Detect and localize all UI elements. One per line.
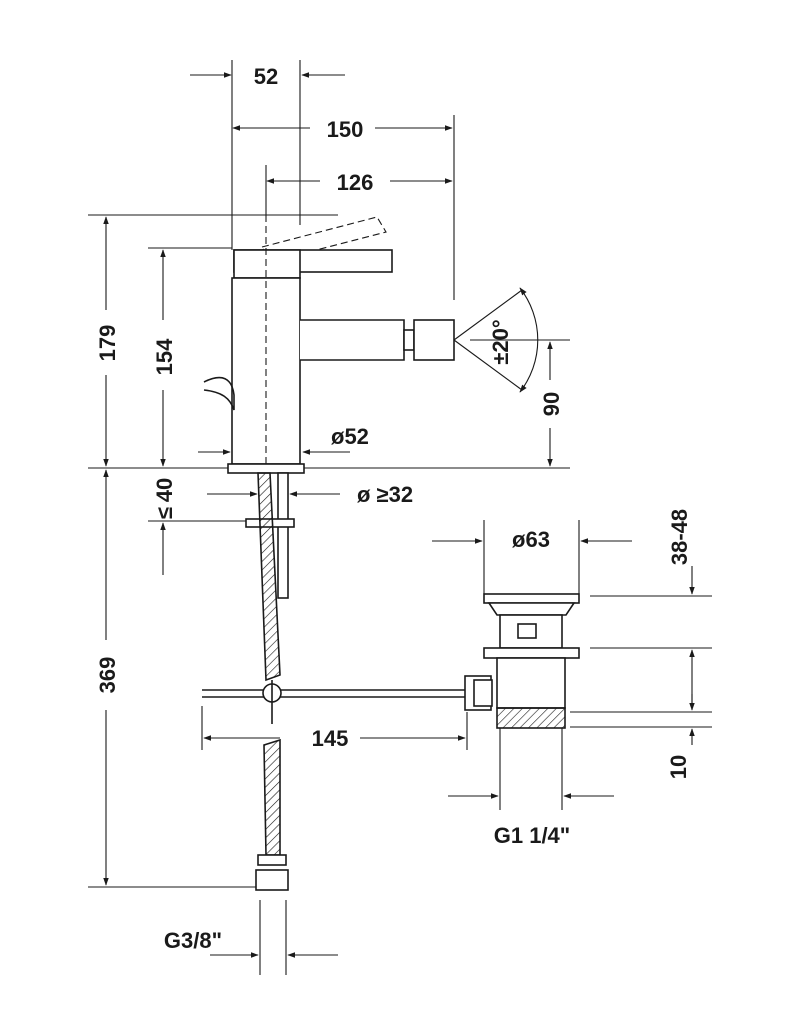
dim-145-label: 145: [312, 726, 349, 751]
dim-g38-label: G3/8": [164, 928, 222, 953]
dim-40-le-symbol: ≤: [152, 507, 177, 519]
dim-154-label: 154: [152, 338, 177, 375]
dim-10: 10: [570, 694, 712, 779]
dim-38-48-label: 38-48: [667, 509, 692, 565]
dim-90: 90: [304, 339, 570, 469]
dim-dia52-label: ø52: [331, 424, 369, 449]
waste-valve: [464, 593, 580, 729]
dim-dia32-label: ø ≥32: [357, 482, 413, 507]
waste-thread: [496, 707, 566, 729]
dim-g114: G1 1/4": [448, 728, 614, 848]
dim-dia63: ø63: [432, 520, 632, 594]
hose-connector: [255, 869, 289, 891]
dim-52-label: 52: [254, 64, 278, 89]
hose-nut: [257, 854, 287, 866]
waste-cap: [483, 593, 580, 604]
flex-hose-upper: [257, 472, 281, 682]
cartridge-head: [233, 249, 301, 279]
waste-flange: [483, 647, 580, 659]
dim-179-label: 179: [95, 325, 120, 362]
waste-cap-base: [487, 602, 576, 616]
dim-g38: G3/8": [164, 900, 338, 975]
base-plate: [227, 463, 305, 474]
dim-40-label: 40: [152, 478, 177, 502]
dim-150: 150: [232, 115, 455, 300]
spout-aerator: [413, 319, 455, 361]
dim-dia63-label: ø63: [512, 527, 550, 552]
waste-body: [496, 657, 566, 709]
dim-10-label: 10: [666, 755, 691, 779]
dim-150-label: 150: [327, 117, 364, 142]
waste-plug-slot: [517, 623, 537, 639]
dim-369-label: 369: [95, 657, 120, 694]
popup-lever-rod: [203, 376, 235, 411]
dim-dia52: ø52: [198, 424, 369, 455]
lever-alternate-position: [261, 216, 387, 263]
dim-90-label: 90: [539, 392, 564, 416]
threaded-shank: [277, 472, 289, 599]
dim-179: 179: [88, 214, 338, 469]
dim-g114-label: G1 1/4": [494, 823, 570, 848]
mixer-body: [203, 215, 455, 474]
spout-joint: [403, 329, 415, 351]
dim-145: 145: [201, 706, 468, 751]
flex-hose-lower: [263, 738, 281, 856]
dim-angle: ±20°: [453, 287, 539, 393]
dim-369: 369: [88, 469, 256, 888]
spout: [300, 319, 405, 361]
dim-38-48: 38-48: [590, 509, 712, 706]
dim-126-label: 126: [337, 170, 374, 195]
dim-126: 126: [265, 165, 453, 215]
mounting-hardware: [202, 472, 470, 891]
dim-dia32: ø ≥32: [207, 482, 413, 507]
dim-52-top: 52: [190, 60, 345, 250]
dim-40: 40 ≤: [148, 478, 246, 575]
dim-154: 154: [148, 247, 232, 467]
dim-angle-label: ±20°: [488, 319, 513, 364]
waste-rod-nut-inner: [473, 679, 493, 707]
